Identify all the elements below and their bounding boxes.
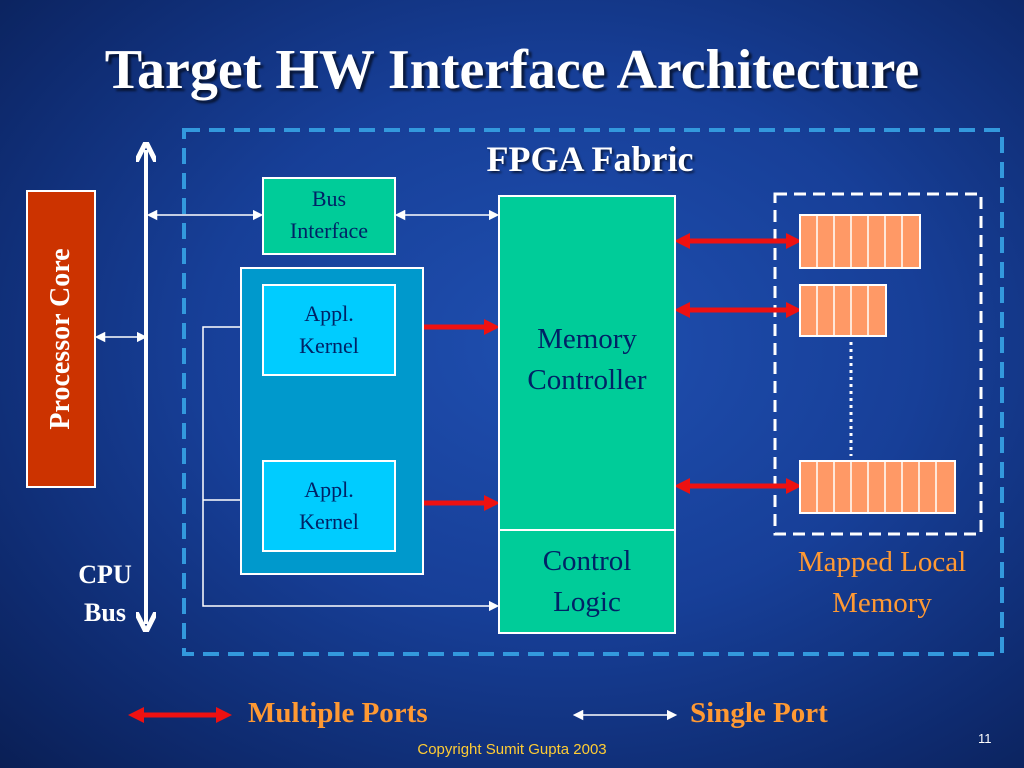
cpu-bus-line1: CPU: [78, 560, 132, 589]
fpga-fabric-border: [182, 128, 1004, 656]
slide-title: Target HW Interface Architecture: [104, 39, 920, 101]
kernel-control-line: [202, 326, 500, 612]
kernel-2-line1: Appl.: [304, 477, 354, 502]
legend-multiple-ports: Multiple Ports: [248, 697, 428, 729]
memory-controller-line2: Controller: [527, 364, 647, 396]
memory-bank-3: [799, 460, 956, 514]
cpu-bus-label: CPU Bus: [62, 556, 148, 632]
control-logic-line2: Logic: [553, 586, 621, 618]
cpu-bus-line2: Bus: [84, 598, 126, 627]
memory-controller-line1: Memory: [537, 323, 637, 355]
legend-single-port: Single Port: [690, 697, 828, 729]
appl-kernel-2: Appl. Kernel: [262, 460, 396, 552]
copyright-text: Copyright Sumit Gupta 2003: [417, 741, 607, 758]
memory-controller-block: Memory Controller: [498, 195, 676, 531]
processor-core-block: Processor Core: [26, 190, 96, 488]
appl-kernel-1: Appl. Kernel: [262, 284, 396, 376]
mapped-memory-line2: Memory: [832, 587, 932, 619]
bus-interface-line1: Bus: [311, 186, 347, 211]
control-logic-line1: Control: [542, 545, 632, 577]
kernel-1-line2: Kernel: [299, 333, 359, 358]
processor-core-label: Processor Core: [45, 248, 76, 430]
slide-number: 11: [978, 731, 992, 746]
control-logic-block: Control Logic: [498, 529, 676, 634]
mapped-memory-label: Mapped Local Memory: [770, 542, 994, 624]
memory-bank-2: [799, 284, 887, 337]
bus-interface-block: Bus Interface: [262, 177, 396, 255]
kernel-1-line1: Appl.: [304, 301, 354, 326]
mapped-memory-border: [773, 192, 983, 536]
kernel-2-line2: Kernel: [299, 509, 359, 534]
bus-interface-line2: Interface: [289, 218, 369, 243]
mapped-memory-line1: Mapped Local: [797, 546, 967, 578]
memory-bank-1: [799, 214, 921, 269]
fpga-fabric-label: FPGA Fabric: [486, 139, 694, 179]
